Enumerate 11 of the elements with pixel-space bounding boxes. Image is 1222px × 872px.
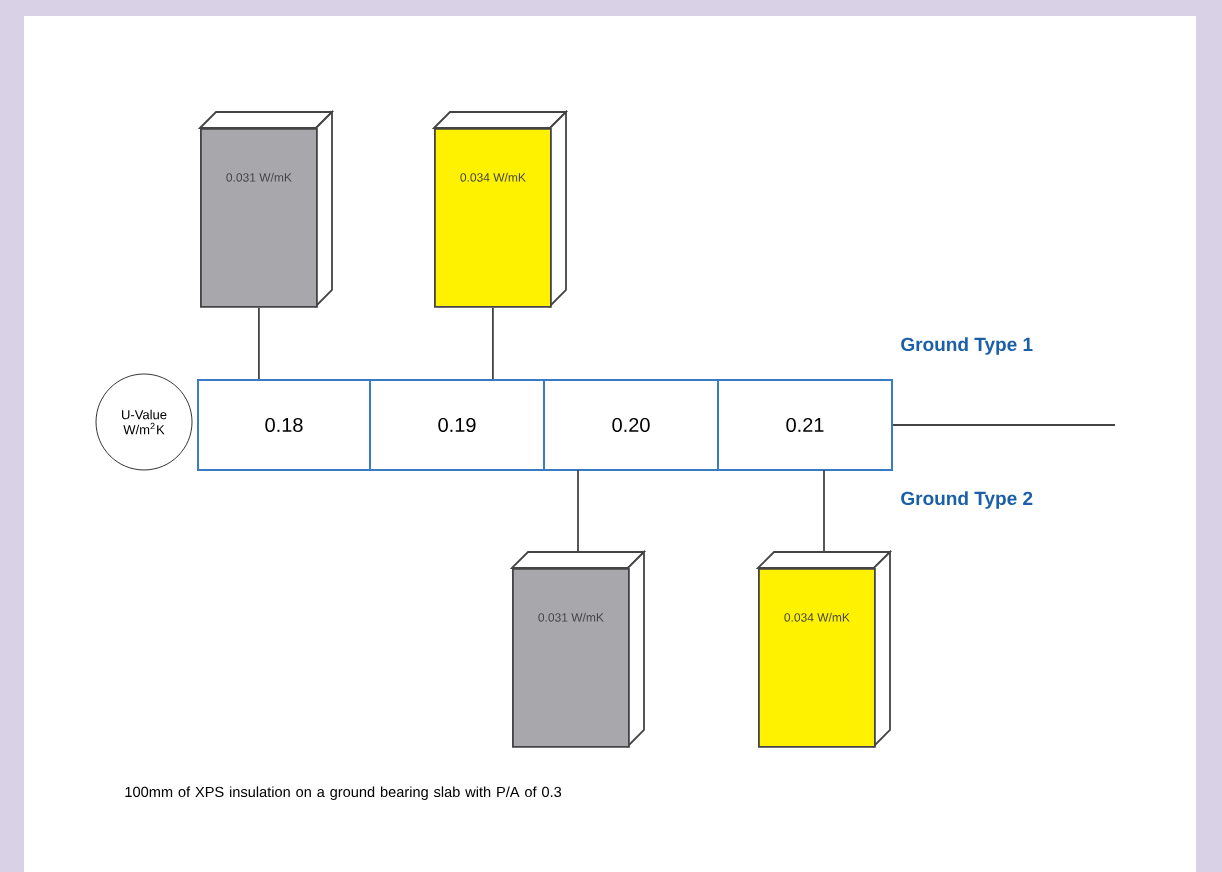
connector-line [492, 306, 494, 380]
connector-line [823, 469, 825, 553]
value-cell: 0.20 [543, 379, 719, 471]
ground-type-label: Ground Type 1 [901, 337, 1033, 355]
ground-type-label: Ground Type 2 [901, 491, 1033, 509]
connector-line [258, 306, 260, 380]
value-cell: 0.19 [369, 379, 545, 471]
value-cell: 0.21 [717, 379, 893, 471]
line [892, 424, 1116, 426]
value-cell: 0.18 [197, 379, 371, 471]
connector-line [577, 469, 579, 553]
